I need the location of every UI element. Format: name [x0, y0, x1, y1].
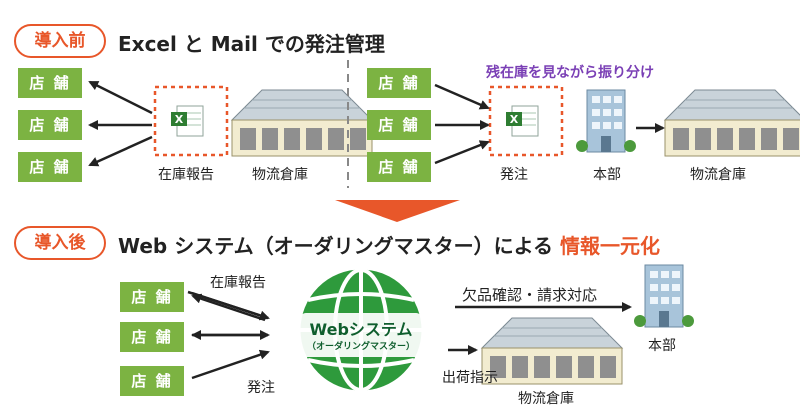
right-hq-icon: [575, 89, 637, 153]
after-store-3: 店 舗: [120, 366, 184, 396]
right-excel-frame: [488, 85, 564, 157]
globe-title: Webシステム: [309, 320, 413, 339]
transition-chevron: [335, 200, 460, 222]
before-left-store-3: 店 舗: [18, 152, 82, 182]
before-right-store-1: 店 舗: [367, 68, 431, 98]
globe-subtitle: （オーダリングマスター）: [306, 342, 415, 352]
after-title-main: Web システム（オーダリングマスター）による: [118, 234, 560, 258]
globe-icon: [297, 266, 425, 394]
after-store-2: 店 舗: [120, 322, 184, 352]
before-left-store-2: 店 舗: [18, 110, 82, 140]
after-label-stock-report: 在庫報告: [210, 275, 266, 291]
after-title-accent: 情報一元化: [559, 234, 660, 258]
right-warehouse-icon: [664, 89, 800, 157]
left-arrow-top: [88, 80, 153, 115]
before-right-excel-label: 発注: [500, 167, 528, 183]
after-badge: 導入後: [14, 226, 106, 260]
left-arrow-bottom: [88, 135, 153, 167]
after-hq-label: 本部: [648, 338, 676, 354]
after-ship-label: 出荷指示: [442, 370, 498, 386]
right-arrow-bottom: [434, 140, 490, 165]
after-warehouse-icon: [481, 317, 623, 385]
left-warehouse-icon: [231, 89, 373, 157]
before-right-hq-label: 本部: [593, 167, 621, 183]
before-right-store-3: 店 舗: [367, 152, 431, 182]
before-left-excel-label: 在庫報告: [158, 167, 214, 183]
before-left-warehouse-label: 物流倉庫: [252, 167, 308, 183]
left-excel-icon: [170, 105, 204, 137]
after-warehouse-label: 物流倉庫: [518, 391, 574, 407]
before-right-note: 残在庫を見ながら振り分け: [486, 65, 654, 81]
after-arrow-bottom: [191, 349, 270, 380]
before-right-store-2: 店 舗: [367, 110, 431, 140]
right-arrow-top: [434, 83, 490, 110]
before-title: Excel と Mail での発注管理: [118, 32, 385, 56]
right-excel-icon: [505, 105, 539, 137]
before-right-warehouse-label: 物流倉庫: [690, 167, 746, 183]
after-store-1: 店 舗: [120, 282, 184, 312]
after-status-label: 欠品確認・請求対応: [462, 286, 598, 304]
after-title: Web システム（オーダリングマスター）による 情報一元化: [118, 230, 660, 259]
before-badge: 導入前: [14, 24, 106, 58]
left-excel-frame: [153, 85, 229, 157]
after-hq-icon: [633, 264, 695, 328]
before-left-store-1: 店 舗: [18, 68, 82, 98]
after-label-order: 発注: [247, 380, 275, 396]
